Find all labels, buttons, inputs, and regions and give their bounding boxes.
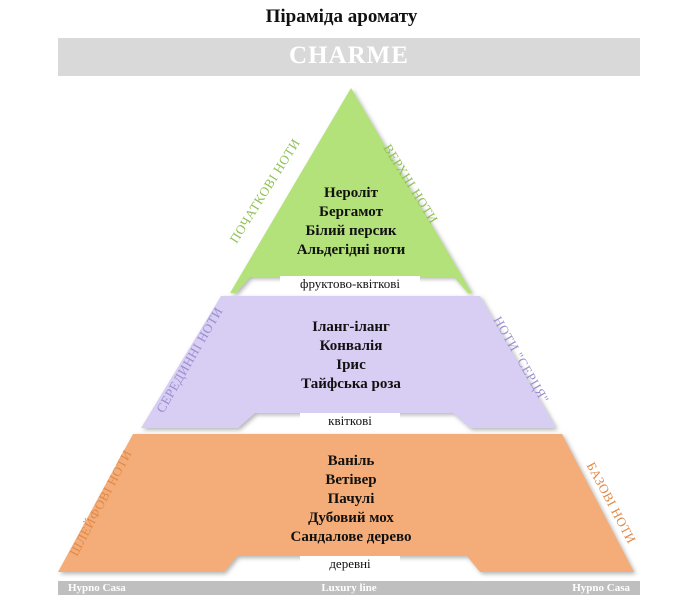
note-item: Пачулі (327, 491, 375, 507)
note-item: Ірис (336, 357, 366, 373)
heart-notes-tier (141, 296, 556, 428)
note-item: Конвалія (319, 338, 383, 354)
note-item: Нероліт (324, 185, 378, 201)
top-notes-tier (230, 88, 472, 293)
top-family-label: фруктово-квіткові (280, 276, 420, 292)
note-item: Бергамот (319, 204, 383, 220)
heart-notes-list: Іланг-іланг Конвалія Ірис Тайфська роза (251, 318, 451, 394)
note-item: Ваніль (327, 453, 375, 469)
perfume-name-band: CHARME (58, 38, 640, 76)
base-notes-tier (58, 434, 634, 572)
note-item: Ветівер (325, 472, 377, 488)
note-item: Іланг-іланг (312, 319, 390, 335)
page-title: Піраміда аромату (265, 6, 418, 27)
note-item: Сандалове дерево (290, 529, 412, 545)
base-family-label: деревні (300, 556, 400, 572)
note-item: Білий персик (305, 223, 397, 239)
footer-line-name: Luxury line (321, 582, 377, 594)
footer-left-brand: Hypno Casa (68, 582, 126, 594)
footer-band: Hypno Casa Luxury line Hypno Casa (58, 581, 640, 595)
note-item: Альдегідні ноти (296, 242, 406, 258)
perfume-name: CHARME (289, 42, 409, 69)
note-item: Тайфська роза (301, 376, 401, 392)
footer-right-brand: Hypno Casa (572, 582, 630, 594)
note-item: Дубовий мох (308, 510, 394, 526)
heart-family-label: квіткові (300, 413, 400, 429)
base-notes-list: Ваніль Ветівер Пачулі Дубовий мох Сандал… (251, 452, 451, 547)
top-notes-list: Нероліт Бергамот Білий персик Альдегідні… (251, 184, 451, 260)
